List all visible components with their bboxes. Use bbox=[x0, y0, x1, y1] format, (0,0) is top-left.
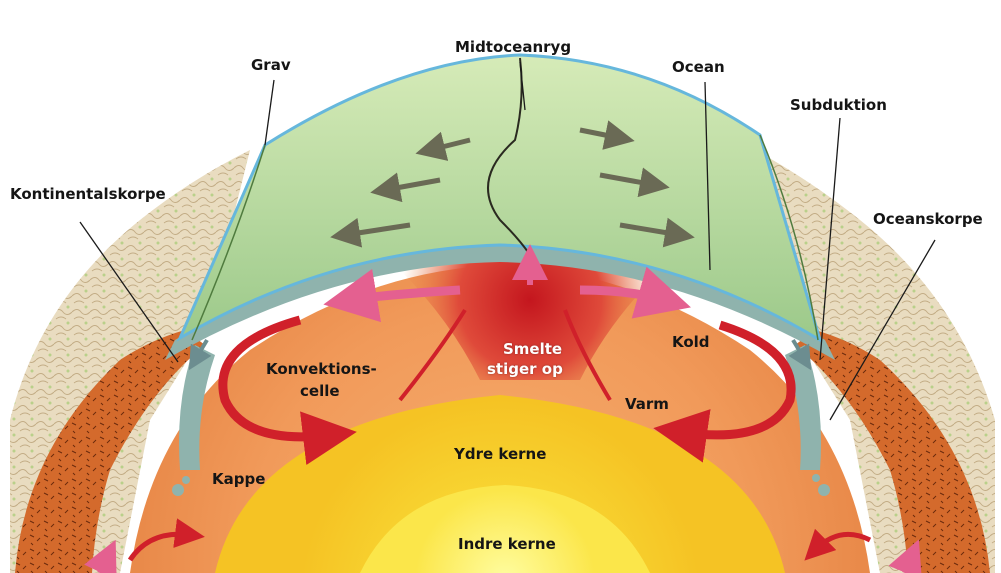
label-indre-kerne: Indre kerne bbox=[458, 535, 556, 553]
label-ocean: Ocean bbox=[672, 58, 725, 76]
label-kontinentalskorpe: Kontinentalskorpe bbox=[10, 185, 166, 203]
label-konvektionscelle-1: Konvektions- bbox=[266, 360, 377, 378]
label-grav: Grav bbox=[251, 56, 291, 74]
label-konvektionscelle-2: celle bbox=[300, 382, 340, 400]
label-varm: Varm bbox=[625, 395, 669, 413]
label-midtoceanryg: Midtoceanryg bbox=[455, 38, 571, 56]
label-subduktion: Subduktion bbox=[790, 96, 887, 114]
label-oceanskorpe: Oceanskorpe bbox=[873, 210, 983, 228]
label-smelte-1: Smelte bbox=[503, 340, 562, 358]
label-kappe: Kappe bbox=[212, 470, 265, 488]
label-ydre-kerne: Ydre kerne bbox=[454, 445, 546, 463]
label-kold: Kold bbox=[672, 333, 710, 351]
label-smelte-2: stiger op bbox=[487, 360, 563, 378]
